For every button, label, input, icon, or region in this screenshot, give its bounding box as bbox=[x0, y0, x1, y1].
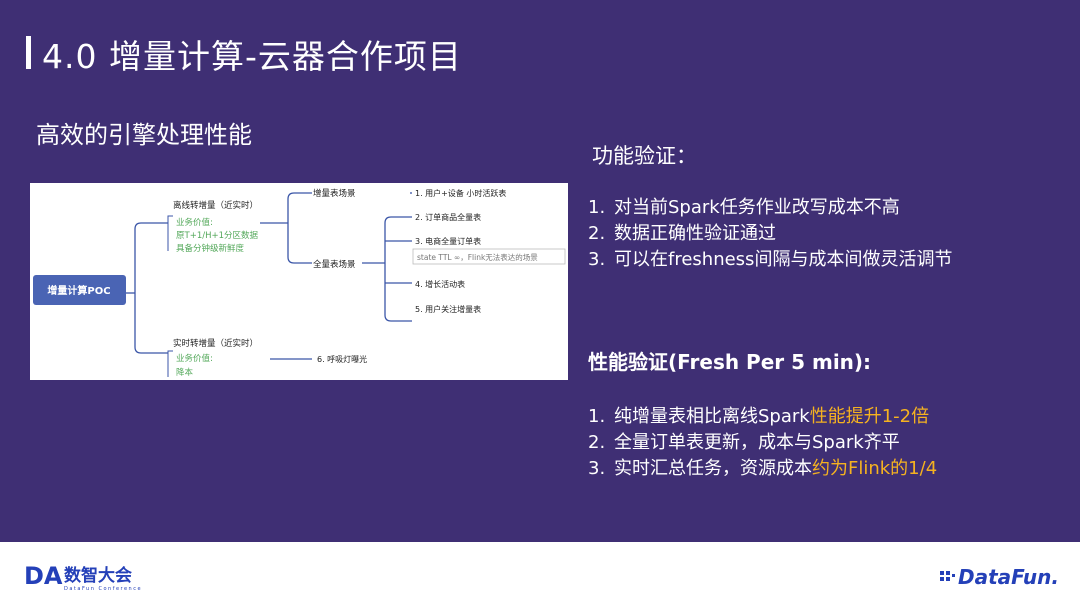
da-logo-subtext: DataFun Conference bbox=[64, 586, 142, 592]
mindmap-root-node bbox=[33, 275, 126, 305]
slide-title: 4.0 增量计算-云器合作项目 bbox=[42, 37, 462, 76]
datafun-logo: DataFun. bbox=[940, 565, 1059, 589]
datafun-logo-text: DataFun. bbox=[958, 565, 1059, 589]
da-logo-text: 数智大会 bbox=[64, 565, 132, 586]
performance-item: 1.纯增量表相比离线Spark性能提升1-2倍 bbox=[588, 406, 930, 427]
functional-item: 3.可以在freshness间隔与成本间做灵活调节 bbox=[588, 249, 953, 270]
mindmap-offline-value-1: 原T+1/H+1分区数据 bbox=[176, 230, 259, 241]
mindmap-full-scene: 全量表场景 bbox=[313, 259, 356, 270]
mindmap-offline-value-0: 业务价值: bbox=[176, 217, 213, 228]
title-accent-bar bbox=[26, 36, 31, 69]
da-logo-mark: DA bbox=[24, 562, 63, 590]
mindmap-realtime-branch: 实时转增量（近实时） bbox=[173, 338, 258, 349]
datafun-summit-logo: DA 数智大会 DataFun Conference bbox=[24, 562, 142, 592]
mindmap-offline-value-2: 具备分钟级新鲜度 bbox=[176, 243, 245, 254]
performance-item: 2.全量订单表更新，成本与Spark齐平 bbox=[588, 432, 900, 453]
mindmap-image: 增量计算POC 离线转增量（近实时） 业务价值: 原T+1/H+1分区数据 具备… bbox=[30, 183, 568, 380]
mindmap-item-2: 2. 订单商品全量表 bbox=[415, 212, 481, 222]
slide: 4.0 增量计算-云器合作项目 高效的引擎处理性能 bbox=[0, 0, 1080, 542]
functional-title: 功能验证： bbox=[592, 144, 697, 168]
performance-list: 1.纯增量表相比离线Spark性能提升1-2倍 2.全量订单表更新，成本与Spa… bbox=[588, 404, 937, 482]
mindmap-root-label: 增量计算POC bbox=[47, 284, 110, 297]
performance-item: 3.实时汇总任务，资源成本约为Flink的1/4 bbox=[588, 458, 938, 479]
mindmap-item-4: 4. 增长活动表 bbox=[415, 279, 465, 289]
mindmap-realtime-value-1: 降本 bbox=[176, 367, 194, 378]
mindmap-note-box bbox=[412, 248, 566, 265]
functional-item: 2.数据正确性验证通过 bbox=[588, 223, 776, 244]
functional-item: 1.对当前Spark任务作业改写成本不高 bbox=[588, 197, 900, 218]
mindmap-item-3-note: state TTL ∞，Flink无法表达的场景 bbox=[417, 252, 538, 262]
mindmap-realtime-value-0: 业务价值: bbox=[176, 353, 213, 364]
mindmap-item-3: 3. 电商全量订单表 bbox=[415, 236, 481, 246]
slide-subtitle: 高效的引擎处理性能 bbox=[36, 121, 252, 149]
mindmap-item-5: 5. 用户关注增量表 bbox=[415, 304, 481, 314]
performance-title: 性能验证(Fresh Per 5 min): bbox=[588, 350, 872, 374]
mindmap-item-6: 6. 呼吸灯曝光 bbox=[317, 354, 367, 364]
mindmap-offline-branch: 离线转增量（近实时） bbox=[173, 200, 258, 211]
mindmap-item-1: 1. 用户+设备 小时活跃表 bbox=[415, 188, 506, 198]
functional-list: 1.对当前Spark任务作业改写成本不高 2.数据正确性验证通过 3.可以在fr… bbox=[588, 195, 952, 273]
mindmap-incremental-scene: 增量表场景 bbox=[313, 188, 356, 199]
footer bbox=[0, 542, 1080, 607]
